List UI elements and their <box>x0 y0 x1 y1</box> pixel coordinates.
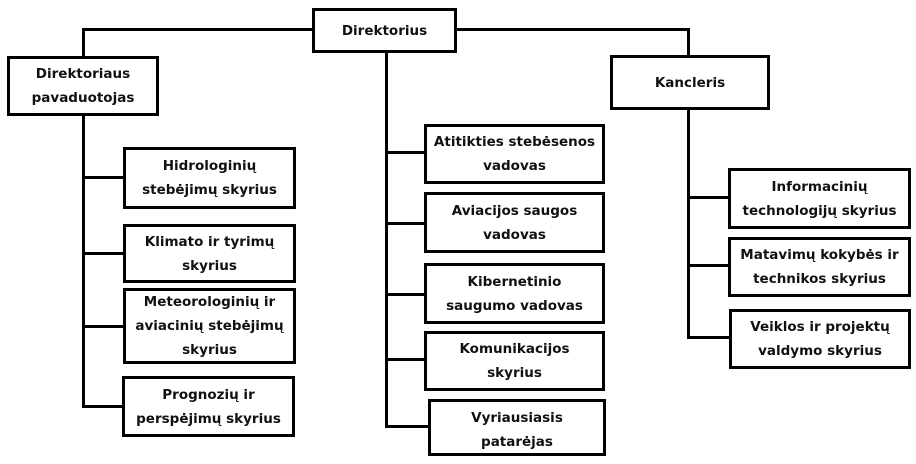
node-deputy-child: Klimato ir tyrimų skyrius <box>123 224 296 283</box>
node-label: Vyriausiasis patarėjas <box>471 410 563 450</box>
node-chancellor-child: Veiklos ir projektų valdymo skyrius <box>729 309 911 369</box>
node-label: Direktoriaus pavaduotojas <box>31 66 135 106</box>
node-label: Meteorologinių ir aviacinių stebėjimų sk… <box>135 294 284 358</box>
connector-middle-branch <box>385 222 425 225</box>
node-direct-report: Kibernetinio saugumo vadovas <box>424 263 605 324</box>
connector-right-branch <box>687 196 729 199</box>
node-director: Direktorius <box>312 8 457 53</box>
node-deputy-child: Prognozių ir perspėjimų skyrius <box>122 376 295 437</box>
node-deputy-child: Hidrologinių stebėjimų skyrius <box>123 147 296 209</box>
node-chancellor-child: Matavimų kokybės ir technikos skyrius <box>728 237 911 297</box>
node-label: Informacinių technologijų skyrius <box>742 178 897 219</box>
connector-middle-vertical <box>385 50 388 428</box>
connector-right-branch <box>687 264 729 267</box>
connector-middle-branch <box>385 425 429 428</box>
connector-left-vertical <box>82 28 85 408</box>
node-label: Direktorius <box>341 22 428 39</box>
node-direct-report: Atitikties stebėsenos vadovas <box>424 124 605 184</box>
node-chancellor: Kancleris <box>610 55 770 110</box>
node-label: Atitikties stebėsenos vadovas <box>433 134 596 174</box>
node-label: Matavimų kokybės ir technikos skyrius <box>740 247 899 287</box>
connector-left-branch <box>82 325 124 328</box>
node-label: Klimato ir tyrimų skyrius <box>144 233 275 274</box>
node-label: Hidrologinių stebėjimų skyrius <box>142 158 277 198</box>
connector-left-branch <box>82 176 124 179</box>
connector-left-branch <box>82 252 124 255</box>
node-deputy-director: Direktoriaus pavaduotojas <box>7 56 159 116</box>
node-label: Kancleris <box>654 74 726 91</box>
node-label: Veiklos ir projektų valdymo skyrius <box>750 319 890 359</box>
node-deputy-child: Meteorologinių ir aviacinių stebėjimų sk… <box>123 288 296 364</box>
node-direct-report: Komunikacijos skyrius <box>424 331 605 391</box>
node-label: Kibernetinio saugumo vadovas <box>446 273 583 314</box>
connector-left-branch <box>82 405 124 408</box>
connector-right-branch <box>687 336 729 339</box>
node-label: Prognozių ir perspėjimų skyrius <box>136 386 281 427</box>
node-label: Komunikacijos skyrius <box>459 341 570 381</box>
node-direct-report: Vyriausiasis patarėjas <box>428 399 606 456</box>
node-direct-report: Aviacijos saugos vadovas <box>424 192 605 253</box>
connector-middle-branch <box>385 293 425 296</box>
node-label: Aviacijos saugos vadovas <box>451 202 578 243</box>
node-chancellor-child: Informacinių technologijų skyrius <box>728 168 911 229</box>
connector-right-vertical <box>687 28 690 339</box>
connector-middle-branch <box>385 151 425 154</box>
connector-middle-branch <box>385 358 425 361</box>
